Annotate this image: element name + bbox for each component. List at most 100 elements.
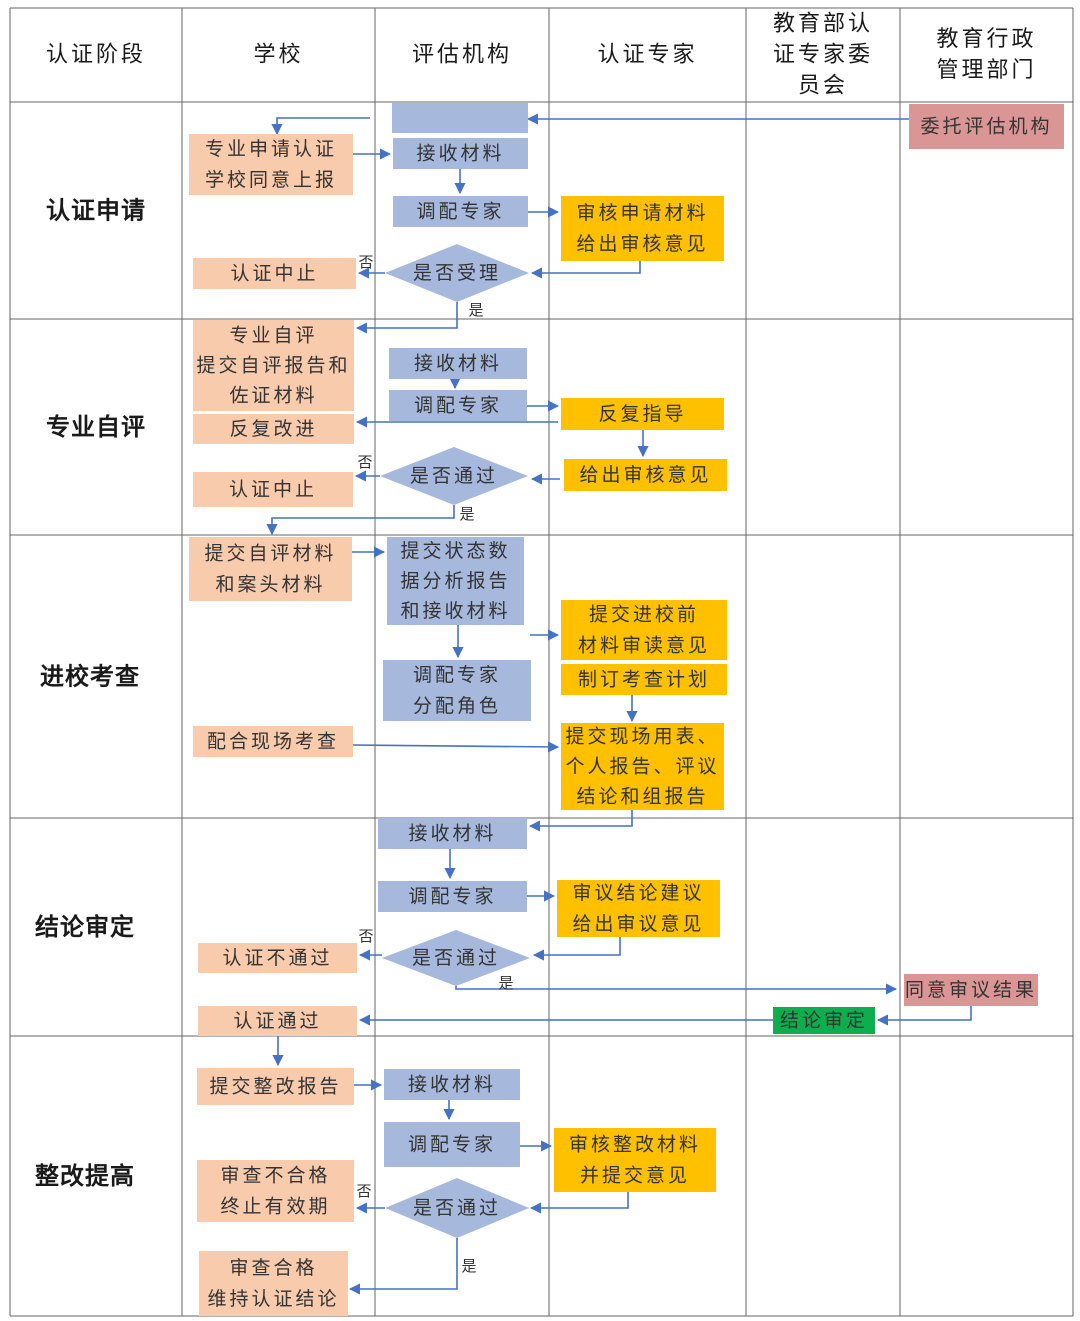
box-s3-status-label: 和接收材料 bbox=[400, 600, 510, 622]
box-s4-final: 结论审定 bbox=[773, 1007, 875, 1034]
box-s5-assign: 调配专家 bbox=[384, 1122, 520, 1167]
flow-arrow bbox=[271, 117, 370, 136]
box-s1-apply-label: 专业申请认证 bbox=[205, 138, 337, 160]
no-label: 否 bbox=[358, 927, 373, 945]
box-s2-opinion-label: 给出审核意见 bbox=[579, 464, 711, 486]
box-s3-status-label: 据分析报告 bbox=[400, 570, 510, 592]
box-s5-report-label: 提交整改报告 bbox=[209, 1076, 341, 1098]
box-s3-assign-label: 调配专家 bbox=[413, 664, 501, 686]
box-s4-deliberate-label: 审议结论建议 bbox=[572, 882, 704, 904]
box-s4-assign-label: 调配专家 bbox=[408, 886, 496, 908]
box-s3-cooperate: 配合现场考查 bbox=[193, 726, 353, 757]
box-s2-self-shape bbox=[193, 320, 354, 411]
box-s5-receive-shape bbox=[384, 1069, 520, 1100]
flow-arrow bbox=[532, 937, 621, 961]
box-s5-pass-shape bbox=[199, 1251, 348, 1316]
box-s1-assign-label: 调配专家 bbox=[416, 201, 504, 223]
box-s2-guide-label: 反复指导 bbox=[598, 403, 686, 425]
box-s3-plan-shape bbox=[561, 664, 727, 695]
header-stage: 认证阶段 bbox=[46, 43, 146, 68]
box-s3-submit-shape bbox=[189, 537, 352, 601]
box-s2-self-label: 提交自评报告和 bbox=[196, 355, 350, 377]
flow-arrow bbox=[530, 261, 641, 279]
box-s3-status-label: 提交状态数 bbox=[400, 540, 510, 562]
box-s2-stop-shape bbox=[193, 472, 353, 507]
box-s4-final-label: 结论审定 bbox=[780, 1010, 868, 1032]
box-s2-receive-shape bbox=[389, 348, 527, 379]
decision-s4-decision-shape bbox=[382, 930, 530, 986]
box-s4-fail-shape bbox=[198, 943, 357, 973]
box-s3-plan-label: 制订考查计划 bbox=[578, 669, 710, 691]
box-s4-agree: 同意审议结果 bbox=[904, 974, 1038, 1006]
header-agency: 评估机构 bbox=[412, 43, 512, 68]
box-s3-submit-label: 提交自评材料 bbox=[204, 543, 336, 565]
box-s5-report: 提交整改报告 bbox=[197, 1068, 354, 1105]
box-s4-assign: 调配专家 bbox=[378, 881, 527, 912]
box-s5-fail-label: 终止有效期 bbox=[220, 1196, 330, 1218]
yes-label: 是 bbox=[498, 974, 513, 992]
box-s4-pass: 认证通过 bbox=[198, 1006, 357, 1036]
box-s1-review-label: 审核申请材料 bbox=[576, 202, 708, 224]
decision-s1-decision-shape bbox=[385, 244, 529, 302]
stage-rectify: 整改提高 bbox=[35, 1162, 135, 1190]
table-grid bbox=[9, 7, 1074, 1317]
box-s1-apply-label: 学校同意上报 bbox=[205, 169, 337, 191]
box-entrust: 委托评估机构 bbox=[909, 104, 1064, 149]
no-label: 否 bbox=[356, 1182, 371, 1200]
decision-s2-decision: 是否通过 bbox=[380, 447, 528, 505]
box-s4-deliberate-label: 给出审议意见 bbox=[572, 913, 704, 935]
box-s1-receive: 接收材料 bbox=[393, 138, 528, 169]
box-s3-cooperate-shape bbox=[193, 726, 353, 757]
box-s3-plan: 制订考查计划 bbox=[561, 664, 727, 695]
box-s2-self-label: 专业自评 bbox=[229, 325, 317, 347]
box-s5-pass-label: 审查合格 bbox=[229, 1257, 317, 1279]
box-s5-review-shape bbox=[554, 1128, 716, 1192]
decision-s5-decision: 是否通过 bbox=[385, 1178, 529, 1238]
flow-boxes: 委托评估机构专业申请认证学校同意上报接收材料调配专家审核申请材料给出审核意见认证… bbox=[189, 103, 1064, 1316]
box-entrust-shape bbox=[909, 104, 1064, 149]
box-s4-agree-shape bbox=[904, 974, 1038, 1006]
box-s1-receive-shape bbox=[393, 138, 528, 169]
flow-arrow bbox=[352, 741, 560, 753]
flow-arrow bbox=[266, 505, 455, 536]
decision-s1-decision: 是否受理 bbox=[385, 244, 529, 302]
flow-arrow bbox=[355, 302, 458, 334]
box-s2-receive-label: 接收材料 bbox=[414, 353, 502, 375]
box-s4-pass-shape bbox=[198, 1006, 357, 1036]
yes-label: 是 bbox=[459, 505, 474, 523]
box-s3-assign-shape bbox=[383, 660, 531, 721]
box-s5-receive-label: 接收材料 bbox=[408, 1074, 496, 1096]
box-s1-assign: 调配专家 bbox=[393, 196, 528, 227]
box-s1-review-label: 给出审核意见 bbox=[576, 233, 708, 255]
box-s3-assign-label: 分配角色 bbox=[413, 695, 501, 717]
box-s5-review-label: 审核整改材料 bbox=[569, 1134, 701, 1156]
box-s1-assign-shape bbox=[393, 196, 528, 227]
box-s2-improve-shape bbox=[193, 414, 354, 444]
box-s5-report-shape bbox=[197, 1068, 354, 1105]
header-ministry: 教育行政 bbox=[936, 27, 1036, 52]
box-s2-improve: 反复改进 bbox=[193, 414, 354, 444]
box-s2-improve-label: 反复改进 bbox=[229, 418, 317, 440]
box-s4-receive-label: 接收材料 bbox=[408, 823, 496, 845]
stage-conclusion: 结论审定 bbox=[35, 913, 135, 941]
box-s2-receive: 接收材料 bbox=[389, 348, 527, 379]
no-label: 否 bbox=[358, 253, 373, 271]
box-s5-assign-shape bbox=[384, 1122, 520, 1167]
flow-arrow bbox=[455, 983, 898, 995]
box-s3-report-label: 结论和组报告 bbox=[576, 786, 708, 808]
box-s3-preread-label: 材料审读意见 bbox=[578, 635, 710, 657]
stage-apply: 认证申请 bbox=[46, 197, 146, 225]
decision-s1-decision-label: 是否受理 bbox=[413, 262, 501, 284]
box-s1-apply-shape bbox=[189, 134, 353, 195]
flow-arrow bbox=[348, 1238, 458, 1295]
box-s2-opinion: 给出审核意见 bbox=[564, 459, 727, 491]
box-s5-fail-label: 审查不合格 bbox=[220, 1165, 330, 1187]
box-s2-assign-label: 调配专家 bbox=[414, 395, 502, 417]
box-s2-assign-shape bbox=[389, 390, 527, 421]
